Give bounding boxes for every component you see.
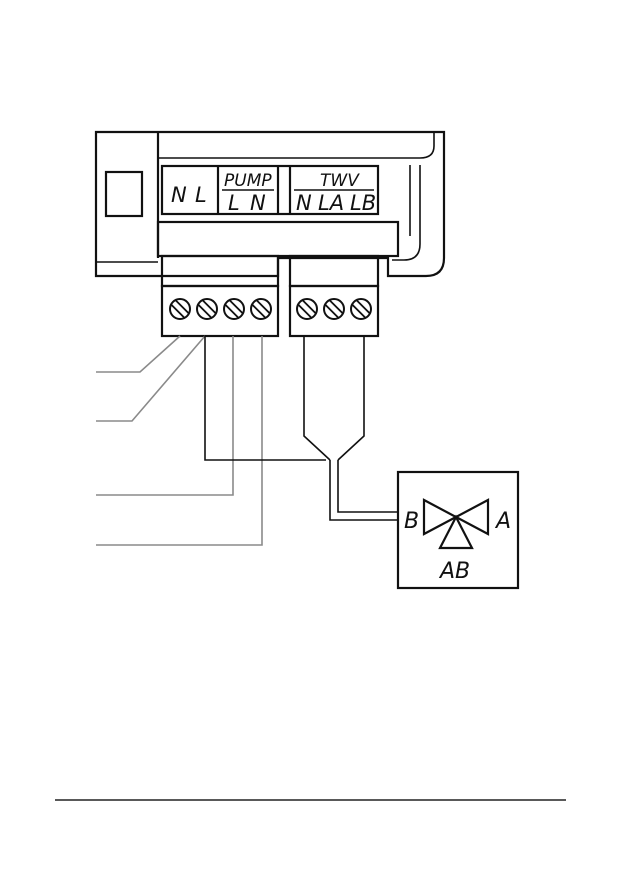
pump-n-label: N	[250, 191, 266, 215]
housing-rail	[158, 132, 434, 158]
valve-port-b-label: B	[404, 509, 419, 534]
terminal-block-right-neck	[290, 256, 378, 286]
connector-header	[158, 222, 398, 256]
twv-lb-label: LB	[350, 191, 376, 215]
mains-l-label: L	[195, 183, 207, 207]
valve-port-ab-triangle	[440, 517, 472, 548]
terminal-screw-left-2	[197, 299, 217, 319]
terminal-block-right	[290, 256, 378, 336]
terminal-screw-head	[251, 299, 271, 319]
valve-port-a-label: A	[494, 509, 511, 534]
supply-wire-3	[96, 336, 233, 495]
terminal-screw-left-4	[251, 299, 271, 319]
terminal-screw-head	[197, 299, 217, 319]
valve-cable-inner	[338, 460, 398, 512]
terminal-screw-head	[324, 299, 344, 319]
twv-cable-right	[338, 336, 364, 460]
valve-port-ab-label: AB	[438, 559, 470, 584]
terminal-block-left-neck	[162, 256, 278, 286]
valve-port-a-triangle	[456, 500, 488, 534]
pump-loop-wire	[205, 336, 326, 460]
terminal-screw-right-1	[297, 299, 317, 319]
terminal-block-left-body	[162, 286, 278, 336]
valve-port-b-triangle	[424, 500, 456, 534]
twv-cable	[205, 336, 398, 520]
terminal-screw-head	[224, 299, 244, 319]
twv-title: TWV	[320, 171, 360, 191]
twv-n-label: N	[296, 191, 312, 215]
terminal-screw-head	[170, 299, 190, 319]
terminal-screw-right-3	[351, 299, 371, 319]
controller-housing: N L PUMP L N TWV N LA LB	[96, 132, 444, 276]
terminal-screw-head	[351, 299, 371, 319]
three-way-valve: B A AB	[398, 472, 518, 588]
pump-title: PUMP	[224, 171, 272, 191]
twv-cable-left	[304, 336, 330, 460]
terminal-block-right-body	[290, 286, 378, 336]
mains-n-label: N	[171, 183, 187, 207]
terminal-screw-right-2	[324, 299, 344, 319]
supply-wire-l	[96, 336, 205, 421]
supply-wires	[96, 336, 262, 545]
supply-wire-n	[96, 336, 180, 372]
terminal-screw-left-1	[170, 299, 190, 319]
pump-l-label: L	[228, 191, 240, 215]
indicator-window	[106, 172, 142, 216]
terminal-screw-left-3	[224, 299, 244, 319]
valve-cable-outer	[330, 460, 398, 520]
terminal-screws	[170, 299, 371, 319]
twv-la-label: LA	[318, 191, 344, 215]
terminal-block-left	[162, 256, 278, 336]
terminal-screw-head	[297, 299, 317, 319]
housing-slot-outer	[392, 165, 420, 260]
housing-outline	[96, 132, 444, 276]
